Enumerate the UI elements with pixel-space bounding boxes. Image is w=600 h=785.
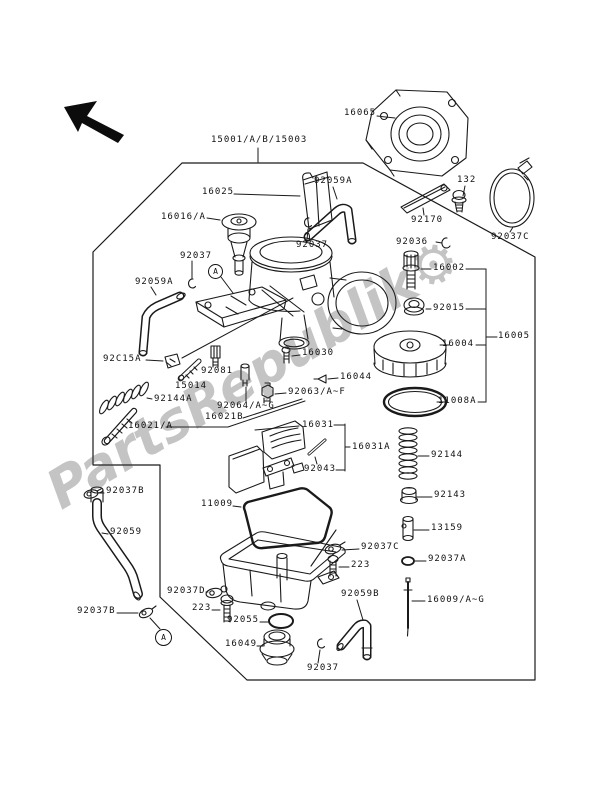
part-label-223-left: 223 xyxy=(192,603,212,613)
part-label-92037b-top: 92037B xyxy=(106,486,145,496)
part-label-92063: 92063/A~F xyxy=(288,387,346,397)
part-label-92059b: 92059B xyxy=(341,589,380,599)
part-16021a-screw-drawing xyxy=(100,411,134,447)
part-16044-screw-drawing xyxy=(314,375,326,383)
part-92081-screw-drawing xyxy=(211,346,220,367)
part-label-92037a: 92037A xyxy=(428,554,467,564)
part-label-16049: 16049 xyxy=(225,639,258,649)
part-label-16009: 16009/A~G xyxy=(427,595,485,605)
part-92170-stay-drawing xyxy=(401,184,450,213)
part-label-92037-bottom: 92037 xyxy=(307,663,340,673)
part-label-92064: 92064/A~G xyxy=(217,401,275,411)
part-label-92059a-top: 92059A xyxy=(314,176,353,186)
part-16030-screw-drawing xyxy=(282,347,290,363)
diagram-border xyxy=(93,163,535,680)
part-92037-left-clip-drawing xyxy=(189,279,196,288)
part-label-92037c-top: 92037C xyxy=(491,232,530,242)
part-label-92037c-bowl: 92037C xyxy=(361,542,400,552)
part-92144a-spring-drawing xyxy=(98,381,150,415)
part-label-11009: 11009 xyxy=(201,499,234,509)
part-float-bowl-drawing xyxy=(220,530,345,610)
part-92059a-top-hose-drawing xyxy=(305,208,357,243)
part-92037b-top-clamp-drawing xyxy=(83,489,101,500)
part-92144-spring-drawing xyxy=(399,428,417,479)
part-label-92055: 92055 xyxy=(227,615,260,625)
part-label-16031a: 16031A xyxy=(352,442,391,452)
part-223-left-screw-drawing xyxy=(221,595,233,622)
carburetor-body-drawing xyxy=(196,237,396,349)
part-92143-seat-drawing xyxy=(401,488,418,504)
part-label-92037d: 92037D xyxy=(167,586,206,596)
part-16049-plug-drawing xyxy=(260,630,294,665)
part-11009-gasket-drawing xyxy=(244,488,332,548)
part-92037d-clamp-drawing xyxy=(205,586,227,599)
part-92059-hose-drawing xyxy=(91,487,142,601)
part-label-16044: 16044 xyxy=(340,372,373,382)
part-16031-float-drawing xyxy=(229,421,305,493)
part-92037c-bowl-clamp-drawing xyxy=(324,542,345,555)
part-label-16021a: 16021/A xyxy=(128,421,173,431)
part-16002-screw-drawing xyxy=(403,251,419,289)
callout-a-top: A xyxy=(208,264,223,279)
part-label-92037-left: 92037 xyxy=(180,251,213,261)
part-92063-jet-drawing xyxy=(262,383,273,403)
part-132-bolt-drawing xyxy=(452,191,466,213)
part-label-132: 132 xyxy=(457,175,477,185)
part-label-15001: 15001/A/B/15003 xyxy=(211,135,308,145)
part-label-16030: 16030 xyxy=(302,348,335,358)
part-label-223-right: 223 xyxy=(351,560,371,570)
part-92037-bottom-clip-drawing xyxy=(318,639,325,648)
part-92c15a-holder-drawing xyxy=(165,354,180,368)
part-label-92043: 92043 xyxy=(304,464,337,474)
part-label-92015: 92015 xyxy=(433,303,466,313)
part-92036-clip-drawing xyxy=(442,238,450,248)
part-label-16021b: 16021B xyxy=(205,412,244,422)
part-label-92036: 92036 xyxy=(396,237,429,247)
part-label-16005: 16005 xyxy=(498,331,531,341)
part-15014-screw-drawing xyxy=(177,361,199,382)
part-label-11008a: 11008A xyxy=(438,396,477,406)
part-16004-cap-drawing xyxy=(374,331,446,377)
part-92043-pin-drawing xyxy=(309,440,325,454)
part-92015-nut-drawing xyxy=(404,298,424,315)
part-label-92059a-left: 92059A xyxy=(135,277,174,287)
part-label-13159: 13159 xyxy=(431,523,464,533)
part-92064-jet-drawing xyxy=(241,364,249,386)
part-label-92037-tophose: 92037 xyxy=(296,240,329,250)
part-16025-slide-drawing xyxy=(303,172,332,229)
part-92037b-bottom-clamp-drawing xyxy=(138,606,156,620)
part-92037c-top-clamp-drawing xyxy=(490,158,534,227)
part-label-16002: 16002 xyxy=(433,263,466,273)
part-13159-plunger-drawing xyxy=(402,517,413,541)
part-92059b-hose-drawing xyxy=(336,624,372,659)
part-label-15014: 15014 xyxy=(175,381,208,391)
part-label-92081: 92081 xyxy=(201,366,234,376)
callout-a-bottom: A xyxy=(155,629,172,646)
part-92059a-left-hose-drawing xyxy=(139,292,186,356)
part-label-16065: 16065 xyxy=(344,108,377,118)
part-label-16016a: 16016/A xyxy=(161,212,206,222)
part-16065-flange-drawing xyxy=(366,90,468,176)
part-label-92059: 92059 xyxy=(110,527,143,537)
direction-arrow-icon xyxy=(64,101,124,143)
part-92055-oring-drawing xyxy=(269,614,293,628)
part-label-16004: 16004 xyxy=(442,339,475,349)
part-label-92144: 92144 xyxy=(431,450,464,460)
leader-lines xyxy=(98,116,513,663)
part-label-92c15a: 92C15A xyxy=(103,354,142,364)
part-label-92144a: 92144A xyxy=(154,394,193,404)
part-16009-jet-needle-drawing xyxy=(404,578,412,636)
part-label-92037b-bottom: 92037B xyxy=(77,606,116,616)
part-92037a-oring-drawing xyxy=(402,557,414,565)
part-16016a-needle-valve-drawing xyxy=(222,214,256,275)
part-label-16031: 16031 xyxy=(302,420,335,430)
part-223-right-screw-drawing xyxy=(328,556,338,577)
part-label-92170: 92170 xyxy=(411,215,444,225)
part-label-92143: 92143 xyxy=(434,490,467,500)
part-label-16025: 16025 xyxy=(202,187,235,197)
